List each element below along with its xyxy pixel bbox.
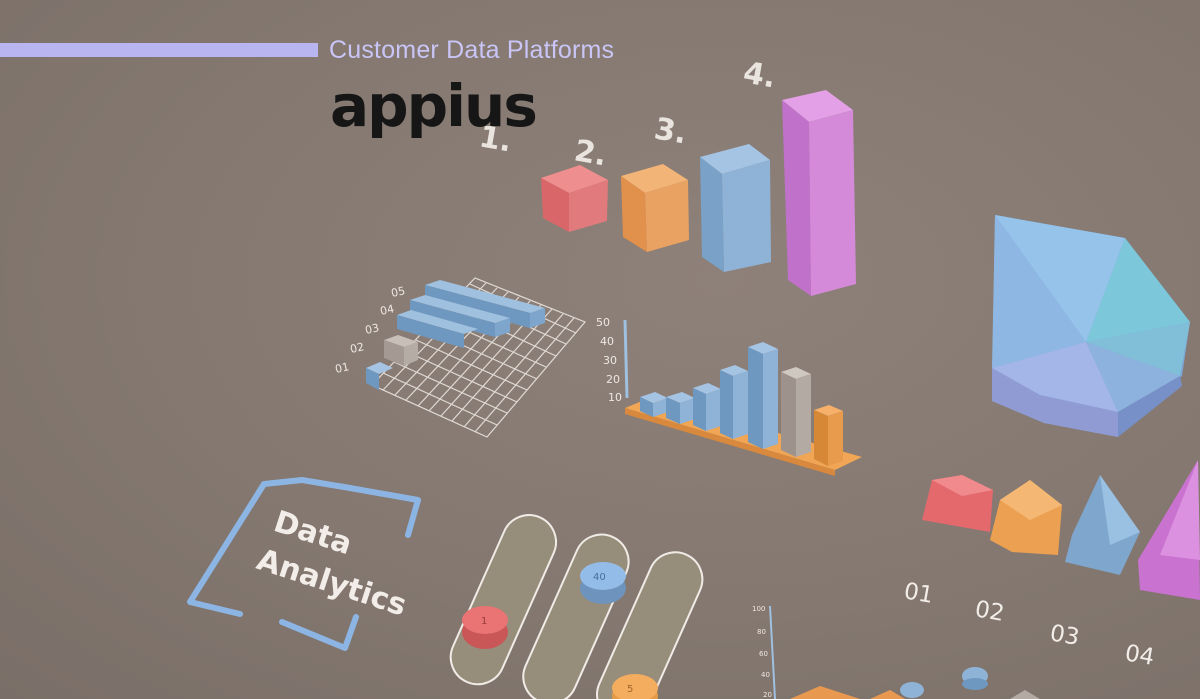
- lower-block-1: [922, 475, 993, 532]
- lower-label-04: 04: [1123, 640, 1156, 671]
- lower-block-4: [1138, 460, 1200, 600]
- crystal-shape: [992, 215, 1190, 437]
- accent-bar: [0, 43, 318, 57]
- vbar-tick-20: 20: [606, 373, 620, 386]
- small-bottom-chart: 100 80 60 40 20: [752, 605, 1040, 699]
- hbar-tick-04: 04: [379, 302, 395, 318]
- small-tick-100: 100: [752, 605, 765, 613]
- slider-value-3: 5: [627, 684, 633, 695]
- rank-block-4: [782, 90, 856, 296]
- slider-knob-3: 5: [612, 674, 658, 699]
- small-tick-40: 40: [761, 671, 770, 679]
- hbar-tick-02: 02: [349, 340, 365, 356]
- slider-value-1: 1: [481, 616, 487, 627]
- rank-block-3: [700, 144, 771, 272]
- small-tick-20: 20: [763, 691, 772, 699]
- hbar-tick-01: 01: [334, 360, 350, 376]
- lower-label-01: 01: [902, 578, 935, 609]
- hbar-tick-03: 03: [364, 321, 380, 337]
- rank-label-3: 3.: [652, 111, 690, 151]
- rank-label-1: 1.: [477, 119, 515, 159]
- vbar-tick-40: 40: [600, 335, 614, 348]
- rank-block-1: [541, 165, 608, 232]
- slider-knob-2: 40: [580, 562, 626, 604]
- slider-group: 1 40 5: [449, 514, 704, 699]
- lower-label-03: 03: [1048, 620, 1081, 651]
- vertical-bar-chart: 50 40 30 20 10: [596, 316, 862, 476]
- small-tick-60: 60: [759, 650, 768, 658]
- horizontal-bar-chart: 05 04 03 02 01: [334, 277, 586, 438]
- vbar-tick-30: 30: [603, 354, 617, 367]
- rank-block-2: [621, 164, 689, 252]
- appius-logo: appius: [330, 72, 538, 140]
- rank-label-4: 4.: [741, 55, 779, 95]
- slider-value-2: 40: [593, 572, 606, 583]
- small-tick-80: 80: [757, 628, 766, 636]
- vbar-tick-50: 50: [596, 316, 610, 329]
- lower-block-3: [1065, 475, 1140, 575]
- vbar-tick-10: 10: [608, 391, 622, 404]
- slider-knob-1: 1: [462, 606, 508, 649]
- data-analytics-badge: Data Analytics: [187, 477, 421, 651]
- hbar-tick-05: 05: [390, 284, 406, 300]
- page-subtitle: Customer Data Platforms: [329, 36, 615, 64]
- lower-label-02: 02: [973, 596, 1006, 627]
- lower-block-2: [990, 480, 1062, 555]
